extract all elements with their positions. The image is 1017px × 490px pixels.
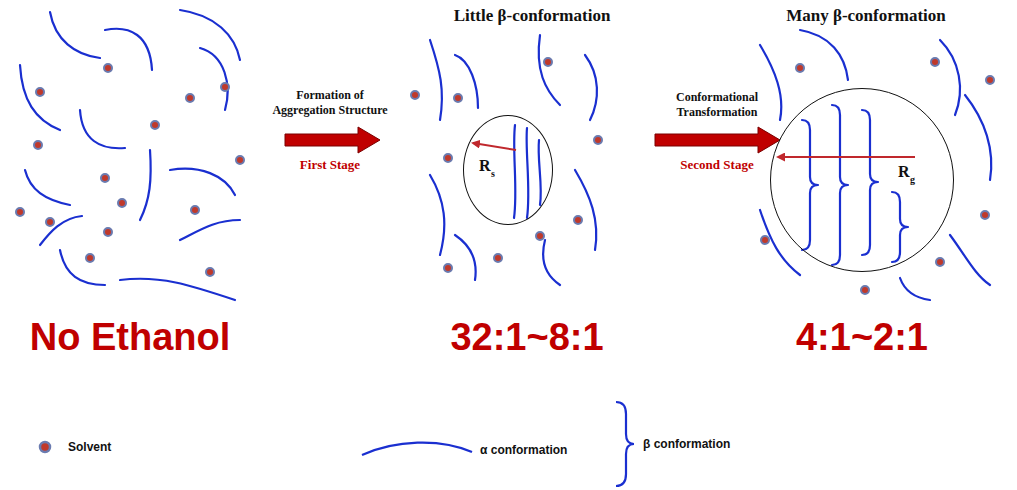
solvent-dots: [16, 58, 994, 294]
stage-description: Conformational Transformation: [652, 90, 782, 120]
radius-subscript: s: [491, 168, 495, 179]
radius-circle: Rg: [770, 88, 954, 272]
beta-chains: [802, 105, 908, 265]
radius-arrow: [778, 156, 915, 158]
radius-subscript: g: [910, 174, 915, 185]
radius-symbol: R: [898, 163, 910, 181]
legend-text: α conformation: [480, 443, 567, 457]
ratio-label: No Ethanol: [30, 316, 231, 359]
radius-circle: Rs: [463, 115, 553, 225]
legend-beta-sample: [616, 402, 634, 486]
legend-alpha-sample: [362, 443, 472, 455]
radius-arrow: [473, 143, 516, 150]
legend-solvent-sample: [40, 442, 50, 452]
panel-title: Little β-conformation: [454, 6, 611, 26]
stage-arrow: [655, 127, 780, 153]
ratio-label: 32:1~8:1: [450, 316, 603, 359]
stage-arrow: [285, 127, 380, 153]
ratio-label: 4:1~2:1: [796, 316, 928, 359]
legend-text: β conformation: [643, 437, 730, 451]
stage-name: First Stage: [300, 157, 360, 173]
stage-description: Formation of Aggregation Structure: [265, 88, 395, 118]
panel-title: Many β-conformation: [786, 6, 946, 26]
radius-symbol: R: [479, 157, 491, 175]
alpha-chains: [20, 10, 991, 300]
stage-name: Second Stage: [680, 157, 753, 173]
legend-text: Solvent: [68, 440, 111, 454]
